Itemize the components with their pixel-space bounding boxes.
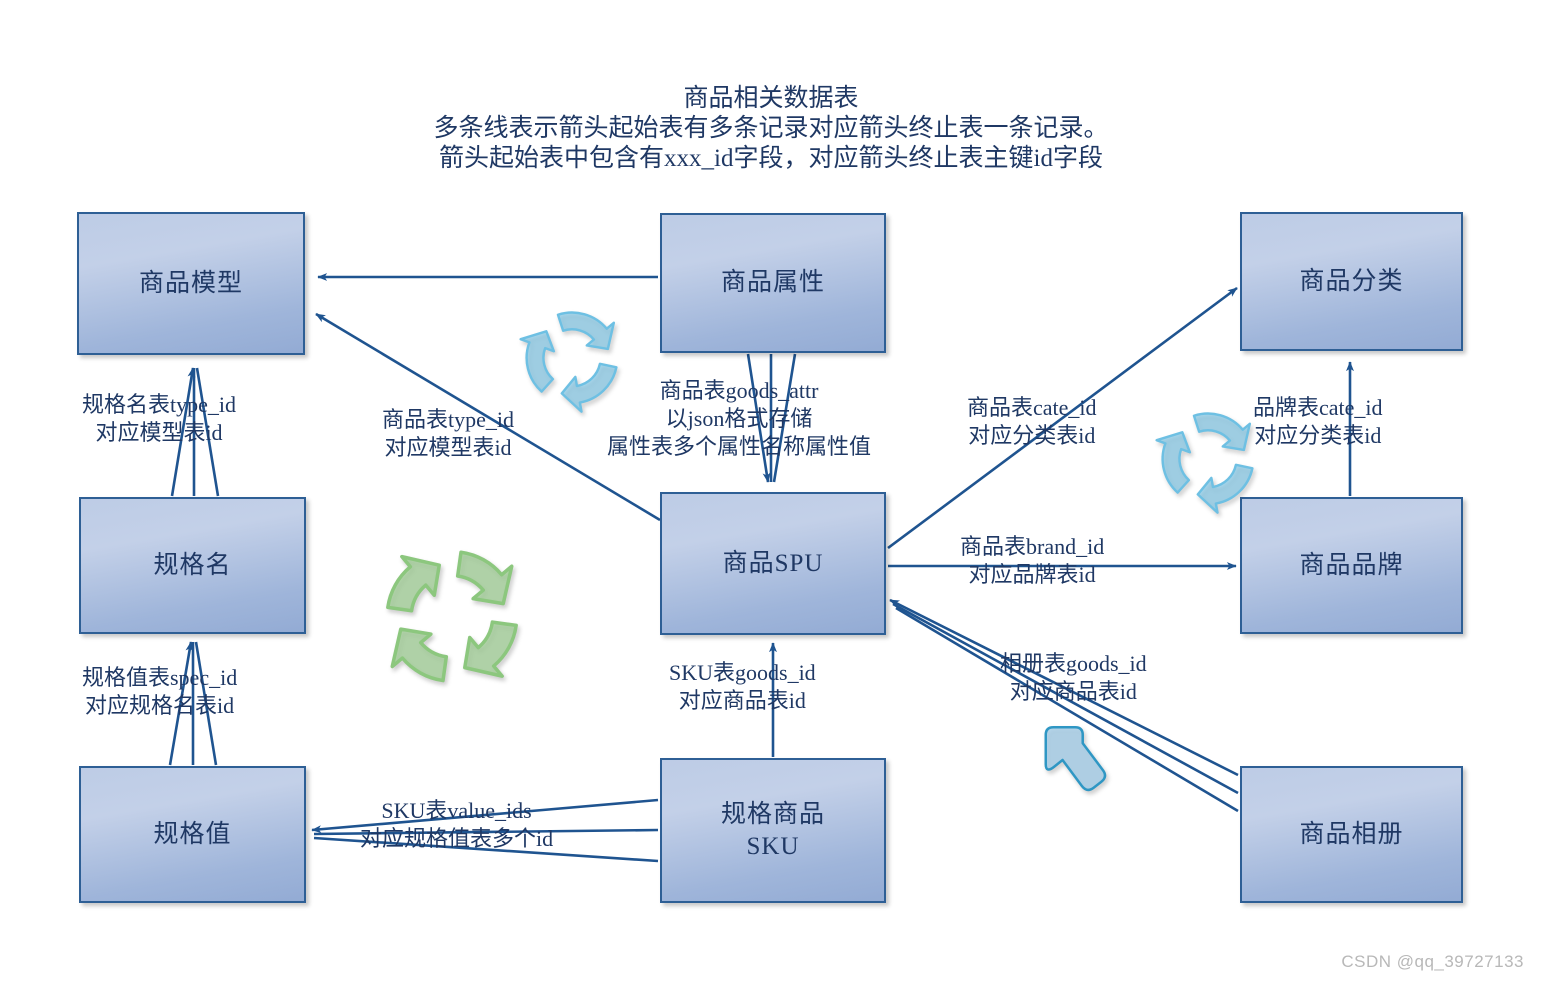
- node-attribute[interactable]: 商品属性: [660, 213, 886, 353]
- title-line-3: 箭头起始表中包含有xxx_id字段，对应箭头终止表主键id字段: [439, 145, 1103, 172]
- edge-label-line: SKU表value_ids: [381, 798, 532, 823]
- edge-label-specname-type: 规格名表type_id 对应模型表id: [82, 391, 236, 447]
- node-label-attribute: 商品属性: [720, 269, 825, 296]
- edge-label-specvalue-spec: 规格值表spec_id 对应规格名表id: [82, 664, 237, 720]
- cycle-3-arrow-icon: [516, 303, 628, 420]
- edge-label-line: 对应商品表id: [678, 688, 806, 713]
- edge-label-goods-type: 商品表type_id 对应模型表id: [382, 406, 514, 462]
- cycle-3-arrow-icon: [1152, 404, 1264, 521]
- edge-label-brand-cate: 品牌表cate_id 对应分类表id: [1253, 394, 1383, 450]
- cycle-4-arrow-icon: [372, 538, 532, 703]
- node-label-specvalue: 规格值: [153, 820, 232, 848]
- edge-label-line: 规格值表spec_id: [82, 665, 238, 690]
- watermark: CSDN @qq_39727133: [1341, 952, 1524, 971]
- node-album[interactable]: 商品相册: [1240, 766, 1463, 903]
- edge-label-line: 品牌表cate_id: [1253, 395, 1383, 420]
- edge-label-line: 商品表cate_id: [967, 395, 1097, 420]
- node-spu[interactable]: 商品SPU: [660, 492, 886, 635]
- edge-label-line: 对应分类表id: [968, 423, 1096, 448]
- edge-label-line: 对应分类表id: [1254, 423, 1382, 448]
- cursor-arrow-icon: [1034, 718, 1118, 807]
- edge-label-line: 属性表多个属性名称属性值: [607, 434, 872, 459]
- edge-label-line: 对应规格名表id: [85, 693, 235, 718]
- node-label-album: 商品相册: [1299, 820, 1404, 848]
- node-label-brand: 商品品牌: [1299, 551, 1404, 579]
- edge-label-line: 对应品牌表id: [968, 562, 1096, 587]
- edge-label-album-goods: 相册表goods_id 对应商品表id: [1000, 650, 1147, 706]
- title-line-1: 商品相关数据表: [683, 85, 859, 112]
- edge-label-line: SKU表goods_id: [669, 660, 816, 685]
- edge-label-line: 对应模型表id: [384, 435, 512, 460]
- node-label-model: 商品模型: [138, 269, 243, 297]
- edge-label-line: 商品表brand_id: [960, 534, 1105, 559]
- node-model[interactable]: 商品模型: [77, 212, 305, 355]
- diagram-title: 商品相关数据表 多条线表示箭头起始表有多条记录对应箭头终止表一条记录。 箭头起始…: [0, 84, 1542, 174]
- edge-label-line: 对应商品表id: [1009, 679, 1137, 704]
- edge-label-goods-attr: 商品表goods_attr 以json格式存储属性表多个属性名称属性值: [607, 377, 871, 461]
- node-label-category: 商品分类: [1299, 267, 1404, 295]
- edge-label-line: 对应模型表id: [95, 420, 223, 445]
- node-specvalue[interactable]: 规格值: [79, 766, 306, 903]
- node-label-specname: 规格名: [153, 551, 232, 579]
- edge-label-line: 对应规格值表多个id: [360, 826, 554, 851]
- edge-label-goods-brand: 商品表brand_id 对应品牌表id: [960, 533, 1104, 589]
- edge-label-sku-goods: SKU表goods_id 对应商品表id: [669, 659, 816, 715]
- node-label-spu: 商品SPU: [722, 549, 824, 577]
- title-line-2: 多条线表示箭头起始表有多条记录对应箭头终止表一条记录。: [433, 115, 1109, 142]
- node-specname[interactable]: 规格名: [79, 497, 306, 634]
- node-category[interactable]: 商品分类: [1240, 212, 1463, 351]
- edge-label-goods-cate: 商品表cate_id 对应分类表id: [967, 394, 1097, 450]
- edge-label-line: 规格名表type_id: [82, 392, 236, 417]
- edge-label-line: 商品表goods_attr: [659, 378, 819, 403]
- edge-label-line: 相册表goods_id: [1000, 651, 1147, 676]
- node-brand[interactable]: 商品品牌: [1240, 497, 1463, 634]
- edge-label-line: 以json格式存储: [665, 406, 813, 431]
- edge-label-sku-values: SKU表value_ids 对应规格值表多个id: [360, 797, 553, 853]
- edge-label-line: 商品表type_id: [382, 407, 514, 432]
